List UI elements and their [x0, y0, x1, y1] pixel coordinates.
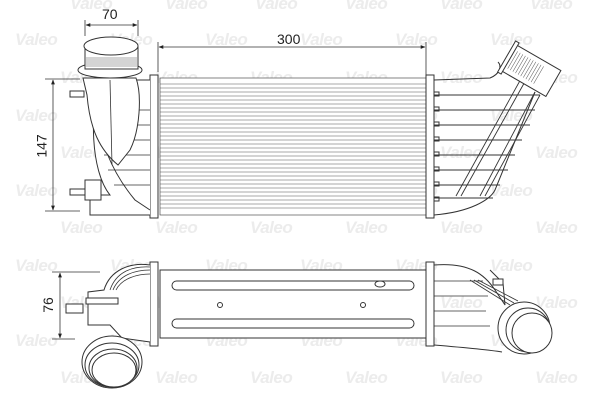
valeo-watermark: Valeo: [535, 293, 578, 312]
valeo-watermark: Valeo: [440, 368, 483, 387]
slot-hole: [374, 280, 386, 288]
valeo-watermark: Valeo: [300, 30, 343, 49]
mount-hole-left: [217, 302, 223, 308]
valeo-watermark: Valeo: [155, 218, 198, 237]
left-sensor-port-lower: [69, 188, 86, 196]
left-sensor-port-upper: [69, 90, 85, 98]
valeo-watermark: Valeo: [490, 181, 533, 200]
dimension-inlet-width: [84, 20, 139, 36]
valeo-watermark: Valeo: [535, 143, 578, 162]
valeo-watermark: Valeo: [15, 256, 58, 275]
right-tank-top: [433, 61, 501, 81]
dimension-label-inlet-width: 70: [102, 6, 118, 22]
dimension-core-length: [157, 42, 427, 76]
valeo-watermark: Valeo: [490, 30, 533, 49]
dimension-height: [45, 78, 80, 212]
valeo-watermark: Valeo: [440, 68, 483, 87]
dimension-label-core-length: 300: [277, 31, 301, 47]
valeo-watermark: Valeo: [15, 181, 58, 200]
upper-slot: [171, 280, 415, 291]
core-fins: [159, 77, 427, 216]
valeo-watermark: Valeo: [155, 368, 198, 387]
valeo-watermark: Valeo: [535, 218, 578, 237]
right-tank-ribs: [434, 76, 541, 199]
valeo-watermark: Valeo: [205, 30, 248, 49]
dimension-depth: [52, 271, 100, 340]
valeo-watermark: Valeo: [250, 218, 293, 237]
valeo-watermark: Valeo: [250, 368, 293, 387]
valeo-watermark: Valeo: [15, 331, 58, 350]
outlet-cap: [496, 40, 562, 98]
valeo-watermark: Valeo: [255, 0, 298, 13]
dimension-label-depth: 76: [39, 297, 56, 313]
valeo-watermark: Valeo: [490, 256, 533, 275]
lower-slot: [171, 318, 415, 329]
valeo-watermark: Valeo: [165, 0, 208, 13]
valeo-watermark: Valeo: [490, 106, 533, 125]
valeo-watermark: Valeo: [535, 368, 578, 387]
top-left-plate: [149, 261, 159, 347]
valeo-watermark: Valeo: [440, 0, 483, 13]
valeo-watermark: Valeo: [345, 0, 388, 13]
inlet-cap: [77, 36, 143, 79]
right-tank-outline: [433, 91, 536, 216]
valeo-watermark: Valeo: [345, 218, 388, 237]
top-inlet-round: [81, 335, 143, 389]
mount-hole-right: [360, 302, 366, 308]
valeo-watermark: Valeo: [530, 0, 573, 13]
top-left-sensor-port: [65, 303, 84, 314]
valeo-watermark: Valeo: [440, 143, 483, 162]
valeo-watermark: Valeo: [60, 218, 103, 237]
top-view: [65, 261, 553, 389]
valeo-watermark: Valeo: [395, 30, 438, 49]
top-outlet-round: [497, 301, 553, 355]
valeo-watermark: Valeo: [440, 218, 483, 237]
top-left-tank: [87, 263, 151, 343]
top-right-sensor-port: [492, 278, 504, 286]
valeo-watermark: Valeo: [70, 0, 113, 13]
valeo-watermark: Valeo: [345, 368, 388, 387]
dimension-label-height: 147: [33, 134, 50, 158]
top-right-plate: [425, 261, 435, 347]
valeo-watermark: Valeo: [440, 293, 483, 312]
front-view: [69, 36, 562, 219]
right-header-plate: [425, 74, 435, 219]
valeo-watermark: Valeo: [60, 143, 103, 162]
valeo-watermark: Valeo: [15, 106, 58, 125]
left-header-plate: [149, 74, 159, 219]
valeo-watermark: Valeo: [15, 30, 58, 49]
